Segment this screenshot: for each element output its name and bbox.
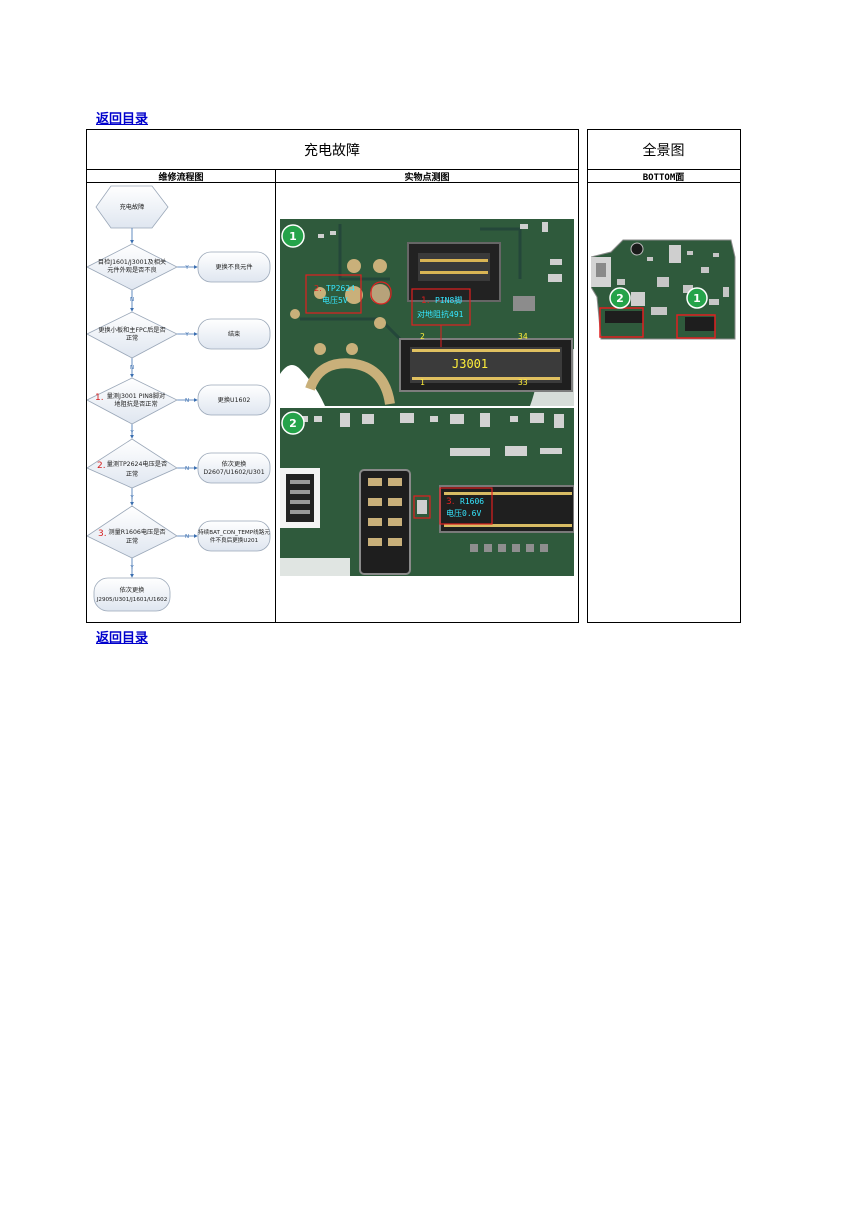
step-badge-1-text: 1 — [289, 230, 297, 243]
divider — [588, 182, 740, 183]
end-line2: J2905/U301/J1601/U1602 — [96, 597, 168, 603]
action-5 — [197, 520, 271, 552]
pin-label-1: 1 — [420, 378, 425, 387]
action-1-text: 更换不良元件 — [215, 263, 252, 271]
highlight-r1606 — [439, 487, 493, 525]
label-pin8-line2: 对地阻抗491 — [417, 309, 464, 319]
back-to-contents-link-bottom[interactable]: 返回目录 — [96, 631, 149, 646]
action-1 — [197, 251, 271, 283]
action-5-line1: 持续BAT_CON_TEMP线路元 — [198, 528, 270, 536]
table-title-overview: 全景图 — [642, 142, 685, 159]
decision-2-line1: 更换小板和主FPC后是否 — [98, 326, 165, 334]
step-badge-2 — [281, 411, 305, 435]
connector-label-j3001: J3001 — [452, 357, 488, 371]
no-label: N — [130, 365, 134, 371]
label-tp2624-line1: TP2624 — [326, 284, 355, 293]
action-4 — [197, 452, 271, 484]
action-2 — [197, 318, 271, 350]
no-label: N — [185, 466, 189, 472]
yes-label: Y — [129, 430, 134, 436]
overview-badge-1-text: 1 — [693, 292, 701, 305]
action-5-line2: 件不良后更换U201 — [210, 536, 259, 544]
step-badge-1 — [281, 224, 305, 248]
start-shape — [95, 185, 169, 229]
action-2-text: 结束 — [228, 330, 240, 338]
table-title: 充电故障 — [304, 142, 360, 159]
yes-label: Y — [184, 332, 189, 338]
action-3 — [197, 384, 271, 416]
yes-label: Y — [129, 565, 134, 571]
no-label: N — [130, 297, 134, 303]
label-tp2624-number: 2. — [314, 284, 322, 293]
decision-5-line1: 测量R1606电压是否 — [108, 528, 165, 536]
step-badge-2-text: 2 — [289, 417, 297, 430]
divider — [588, 169, 740, 170]
highlight-tp2624 — [305, 274, 362, 314]
board-overview: 2 1 — [591, 239, 736, 340]
end-line1: 依次更换 — [120, 586, 145, 594]
overview-badge-2-text: 2 — [616, 292, 624, 305]
col-header-flowchart: 维修流程图 — [158, 172, 204, 183]
label-r1606-line2: 电压0.6V — [446, 508, 481, 518]
label-pin8-number: 1. — [421, 296, 430, 306]
overview-badge-2 — [609, 287, 631, 309]
yes-label: Y — [184, 265, 189, 271]
end-shape — [93, 577, 171, 612]
overview-highlight-1 — [676, 314, 716, 339]
decision-2 — [87, 311, 178, 359]
decision-3-line2: 地阻抗是否正常 — [114, 400, 157, 408]
action-4-line1: 依次更换 — [222, 460, 247, 468]
col-header-photo: 实物点测图 — [404, 172, 450, 183]
decision-5-number: 3. — [98, 529, 107, 539]
decision-1-line2: 元件外观是否不良 — [107, 266, 157, 274]
highlight-r1606-part — [413, 495, 431, 519]
col-header-bottom: BOTTOM面 — [642, 172, 685, 183]
decision-5 — [87, 505, 178, 559]
decision-3 — [87, 377, 178, 425]
decision-2-line2: 正常 — [126, 334, 138, 342]
yes-label: Y — [129, 495, 134, 501]
decision-1-line1: 目检J1601/J3001及相关 — [98, 258, 166, 266]
label-tp2624-line2: 电压5V — [322, 295, 348, 305]
highlight-test-point — [370, 281, 392, 305]
decision-4-line1: 量测TP2624电压是否 — [107, 460, 167, 468]
divider — [87, 182, 578, 183]
no-label: N — [185, 534, 189, 540]
label-r1606-number: 3. — [446, 497, 455, 507]
column-divider — [275, 169, 276, 622]
decision-1 — [87, 243, 178, 291]
label-r1606-line1: R1606 — [460, 497, 484, 506]
decision-4-line2: 正常 — [126, 470, 138, 478]
no-label: N — [185, 398, 189, 404]
label-pin8-line1: PIN8脚 — [435, 295, 462, 305]
pcb-photo-2: 3. R1606 电压0.6V 2 — [280, 408, 574, 576]
start-text: 充电故障 — [120, 203, 145, 211]
decision-3-line1: 量测J3001 PIN8脚对 — [107, 392, 165, 400]
right-table: 全景图 BOTTOM面 — [587, 129, 741, 623]
back-to-contents-link-top[interactable]: 返回目录 — [96, 112, 149, 127]
divider — [87, 169, 578, 170]
decision-3-number: 1. — [95, 393, 104, 403]
repair-flowchart: 充电故障 目检J1601/J3001及相关 元件外观是否不良 更换不良元件 Y … — [87, 185, 271, 612]
action-3-text: 更换U1602 — [218, 396, 251, 404]
overview-badge-1 — [686, 287, 708, 309]
pin-label-33: 33 — [518, 378, 528, 387]
decision-5-line2: 正常 — [126, 537, 138, 545]
pin-label-2: 2 — [420, 332, 425, 341]
pcb-photo-1: 2 34 1 33 J3001 2. TP2624 电压5V 1. PIN8脚 … — [280, 219, 574, 406]
pin-label-34: 34 — [518, 332, 528, 341]
action-4-line2: D2607/U1602/U301 — [203, 469, 264, 476]
decision-4-number: 2. — [97, 461, 106, 471]
decision-4 — [87, 438, 178, 489]
